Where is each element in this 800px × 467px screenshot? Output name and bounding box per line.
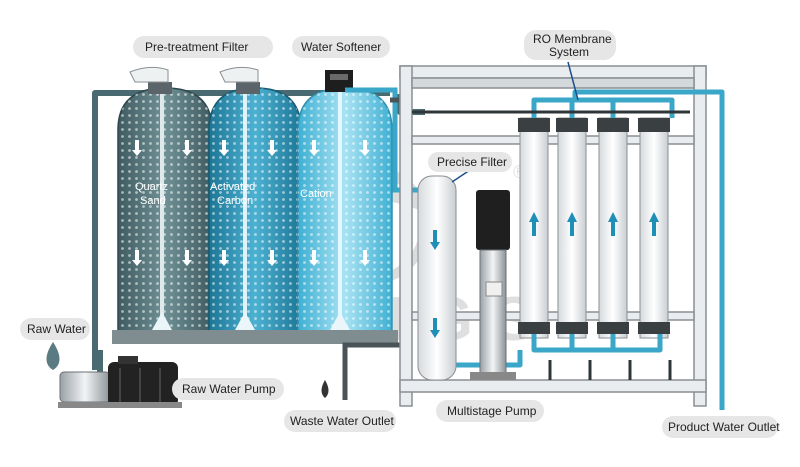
multistage-pump-text: Multistage Pump <box>447 404 537 418</box>
quartz-sand-tank: Quartz Sand <box>112 87 218 344</box>
raw-water-drop-icon <box>46 342 60 370</box>
precise-filter-housing <box>417 175 457 381</box>
softener-controller <box>325 70 353 92</box>
carbon-label-line1: Activated <box>210 181 255 193</box>
ro-manifold-pipes <box>455 89 725 410</box>
raw-water-pump-icon <box>58 356 182 408</box>
activated-carbon-tank: Activated Carbon <box>203 87 307 344</box>
label-pretreatment-filter: Pre-treatment Filter <box>133 36 273 58</box>
ro-membrane-pointer <box>567 61 579 101</box>
label-ro-membrane: RO Membrane System <box>524 30 616 60</box>
waste-water-outlet-text: Waste Water Outlet <box>290 414 394 428</box>
membrane-flow-arrows <box>529 212 659 236</box>
quartz-label-line2: Sand <box>140 195 166 207</box>
raw-water-pump-text: Raw Water Pump <box>182 382 276 396</box>
label-precise-filter: Precise Filter <box>428 152 512 172</box>
product-water-outlet-text: Product Water Outlet <box>668 420 780 434</box>
tank-flow-arrows <box>132 140 370 266</box>
raw-water-text: Raw Water <box>27 322 86 336</box>
label-water-softener: Water Softener <box>292 36 390 58</box>
ro-membrane-text-line1: RO Membrane <box>533 32 612 46</box>
ro-membranes <box>518 117 670 339</box>
waste-drop-icon <box>321 380 329 398</box>
label-multistage-pump: Multistage Pump <box>436 400 544 422</box>
ro-concentrate-pipes <box>412 110 690 380</box>
label-product-water-outlet: Product Water Outlet <box>662 416 780 438</box>
multistage-pump-icon <box>470 190 516 380</box>
cation-label: Cation <box>300 188 332 200</box>
carbon-label-line2: Carbon <box>217 195 253 207</box>
label-raw-water: Raw Water <box>20 318 90 340</box>
water-softener-text: Water Softener <box>301 40 381 54</box>
pretreatment-valve-heads <box>129 66 260 94</box>
label-raw-water-pump: Raw Water Pump <box>172 378 284 400</box>
precise-filter-text: Precise Filter <box>437 155 507 169</box>
ro-frame <box>399 65 707 407</box>
pretreatment-filter-text: Pre-treatment Filter <box>145 40 248 54</box>
label-waste-water-outlet: Waste Water Outlet <box>284 410 396 432</box>
ro-membrane-text-line2: System <box>549 45 589 59</box>
cation-tank: Cation <box>292 87 398 344</box>
quartz-label-line1: Quartz <box>135 181 168 193</box>
